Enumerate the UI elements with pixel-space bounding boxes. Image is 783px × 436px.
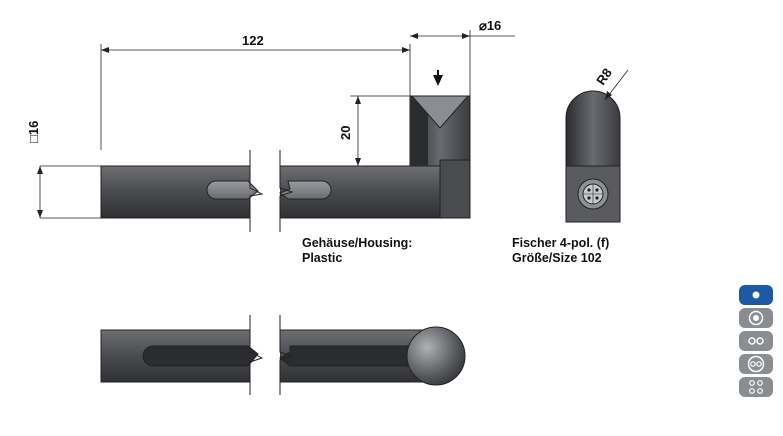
connector-caption-line1: Fischer 4-pol. (f) <box>512 236 610 250</box>
connector-option-two[interactable] <box>739 331 773 351</box>
bottom-view <box>100 315 466 395</box>
height-label: 20 <box>338 126 353 140</box>
length-label: 122 <box>242 33 264 48</box>
cone-top <box>410 95 470 129</box>
housing-caption: Gehäuse/Housing: Plastic <box>302 236 412 266</box>
connector-option-four[interactable] <box>739 377 773 397</box>
ring-dot-icon <box>748 310 764 326</box>
connector-caption: Fischer 4-pol. (f) Größe/Size 102 <box>512 236 609 266</box>
two-dot-icon <box>748 337 764 345</box>
direction-marker-icon <box>433 75 443 86</box>
radius-label: R8 <box>593 65 615 87</box>
break-line <box>249 150 264 232</box>
ring-two-dot-icon <box>747 355 765 373</box>
slot <box>206 180 259 200</box>
front-view: R8 <box>565 65 629 223</box>
connector-option-ring[interactable] <box>739 308 773 328</box>
diameter-label: ⌀16 <box>479 18 501 33</box>
square-label: □16 <box>26 121 41 143</box>
front-head <box>565 90 621 167</box>
cylinder-end <box>406 326 466 386</box>
connector-option-list <box>739 285 773 400</box>
dimension-height: 20 <box>338 95 410 166</box>
dimension-diameter: ⌀16 <box>410 18 515 96</box>
housing-caption-line1: Gehäuse/Housing: <box>302 236 413 250</box>
connector-option-single[interactable] <box>739 285 773 305</box>
four-dot-icon <box>749 380 763 394</box>
dimension-length: 122 <box>100 33 411 150</box>
single-dot-icon <box>752 291 760 299</box>
connector-caption-line2: Größe/Size 102 <box>512 251 602 265</box>
connector-option-ring-two[interactable] <box>739 354 773 374</box>
side-view <box>100 70 471 232</box>
dimension-square: □16 <box>26 121 101 219</box>
housing-caption-line2: Plastic <box>302 251 343 265</box>
